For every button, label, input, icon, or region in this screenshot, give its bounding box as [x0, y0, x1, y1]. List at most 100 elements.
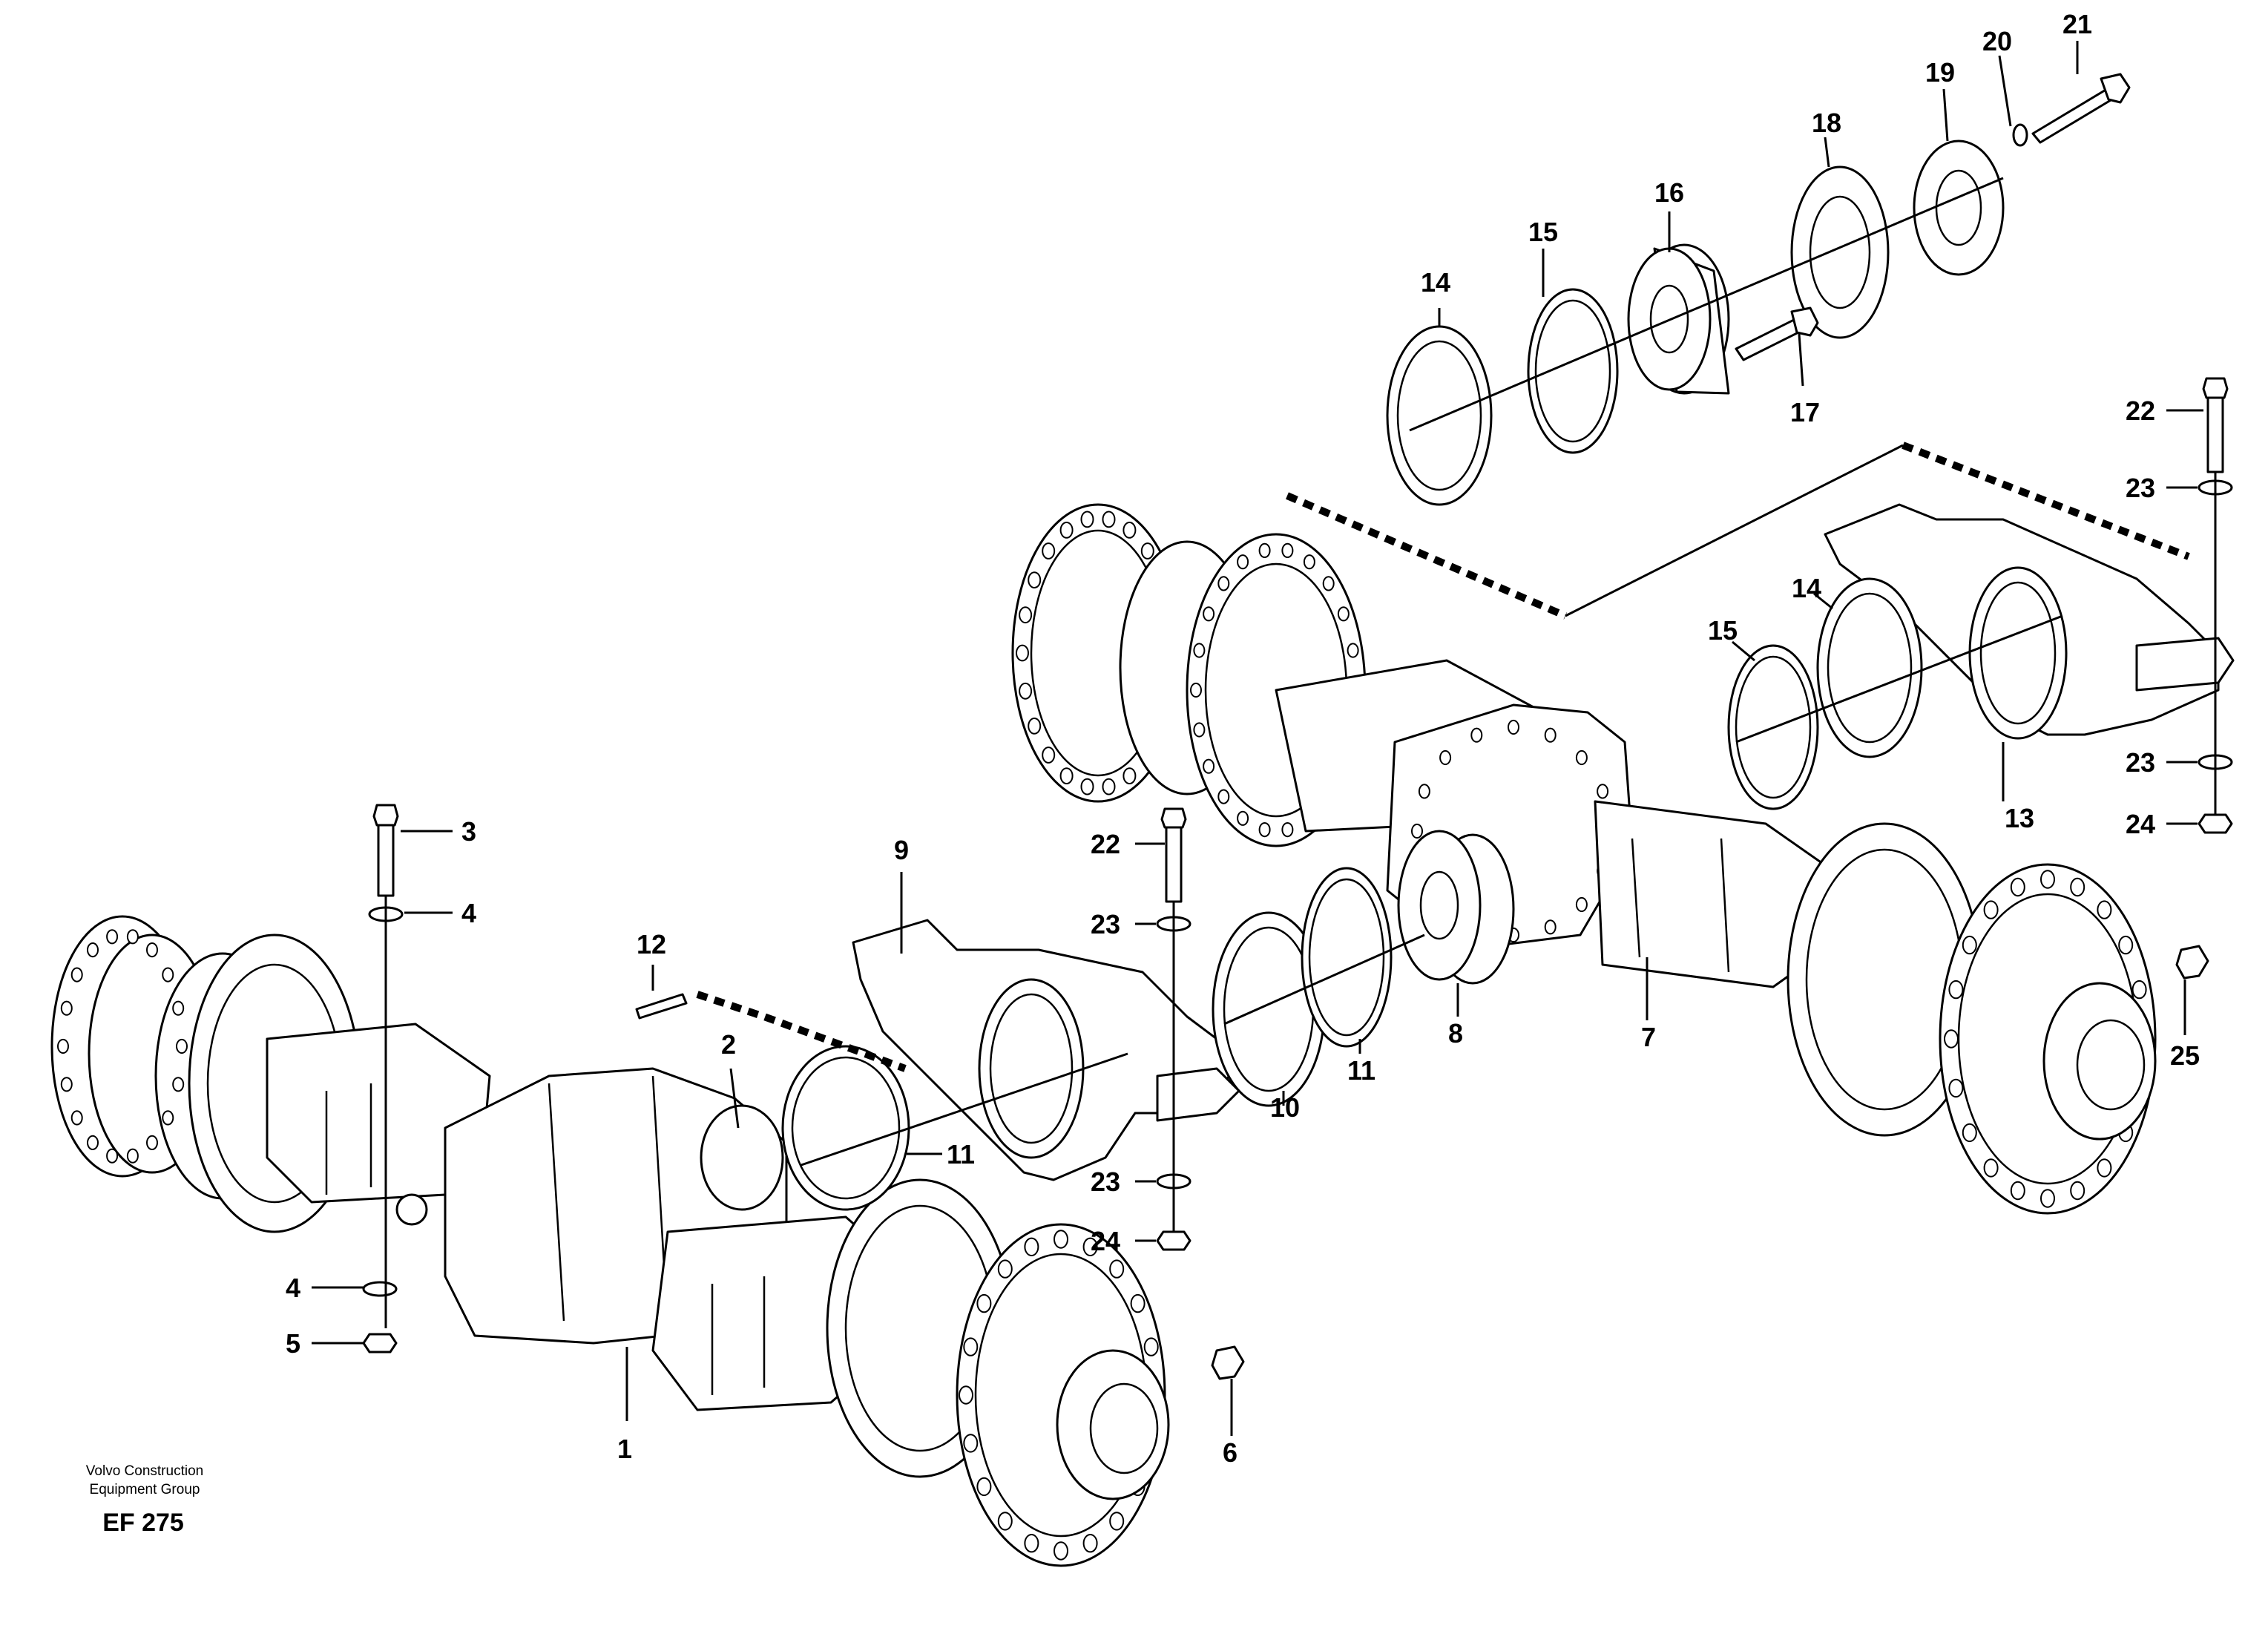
- bolt-hole: [2070, 877, 2085, 897]
- bolt-hole: [126, 929, 139, 945]
- bolt-hole: [2010, 877, 2025, 897]
- callout-12: 12: [637, 929, 666, 959]
- bolt-hole: [1237, 554, 1249, 570]
- bolt-hole: [106, 1148, 119, 1164]
- cover-19: [1913, 140, 2005, 276]
- bolt-hole: [1303, 554, 1315, 570]
- callout-24-rear: 24: [2126, 809, 2155, 839]
- callout-23-front-lower: 23: [1091, 1167, 1120, 1197]
- bolt-hole: [2010, 1181, 2025, 1201]
- bolt-hole: [976, 1293, 992, 1313]
- callout-19: 19: [1925, 57, 1955, 88]
- bolt-hole: [1059, 767, 1074, 784]
- bolt-hole: [1281, 542, 1294, 559]
- bolt-hole: [60, 1077, 73, 1092]
- bolt-hole: [1028, 571, 1042, 588]
- bolt-hole: [57, 1038, 69, 1054]
- bolt-hole: [997, 1259, 1013, 1279]
- bushing-16: [1627, 243, 1730, 395]
- ring-15-upper: [1527, 288, 1619, 454]
- bolt-hole: [1059, 522, 1074, 539]
- bolt-hole: [2131, 980, 2147, 1000]
- bolt-hole: [1054, 1541, 1068, 1561]
- callout-24-front: 24: [1091, 1226, 1120, 1256]
- bolt-hole: [2097, 900, 2112, 919]
- bolt-hole: [2040, 1189, 2055, 1208]
- bolt-hole: [997, 1512, 1013, 1531]
- washer-20: [2012, 123, 2028, 147]
- bolt-hole: [1575, 749, 1588, 766]
- bracket-13: [1824, 503, 2235, 740]
- callout-2: 2: [721, 1029, 736, 1060]
- bolt-hole: [2097, 1158, 2112, 1178]
- callout-7: 7: [1641, 1022, 1656, 1052]
- bolt-hole: [162, 967, 174, 982]
- bolt-hole: [87, 942, 99, 958]
- bolt-hole: [1258, 822, 1271, 838]
- bolt-hole: [1109, 1512, 1125, 1531]
- bolt-hole: [1019, 606, 1033, 624]
- bolt-hole: [1082, 1534, 1098, 1553]
- callout-6: 6: [1223, 1437, 1237, 1468]
- centerline-front: [801, 934, 1425, 1167]
- callout-21: 21: [2062, 9, 2092, 39]
- dashed-link-rear-top: [1901, 442, 2190, 560]
- company-line-2: Equipment Group: [90, 1482, 200, 1497]
- bolt-hole: [1016, 644, 1029, 662]
- callout-5: 5: [286, 1328, 300, 1359]
- ring-11-front: [781, 1045, 910, 1211]
- flange-bearing-8: [1397, 830, 1515, 985]
- bolt-hole: [172, 1077, 185, 1092]
- callout-labels: 1 2 3 4 4 5 6 7 8 9 10 11 11 12 13 14 14…: [286, 9, 2200, 1468]
- centerline-bolts-front: [384, 896, 1175, 1328]
- footer-block: Volvo Construction Equipment Group EF 27…: [86, 1463, 203, 1537]
- dashed-link-rear-join: [1565, 444, 1904, 617]
- callout-3: 3: [461, 816, 476, 847]
- bolt-hole: [1123, 522, 1137, 539]
- bolt-hole: [1024, 1534, 1039, 1553]
- bolt-hole: [1217, 789, 1230, 804]
- callout-14-upper: 14: [1421, 267, 1450, 298]
- bolt-hole: [1948, 1078, 1964, 1098]
- callout-9: 9: [894, 835, 909, 865]
- rear-axle-assembly: [1011, 503, 2157, 1215]
- bolt-hole: [1102, 511, 1116, 528]
- centerline-upper: [1409, 177, 2004, 432]
- callout-17: 17: [1790, 397, 1820, 427]
- washer-4-lower: [362, 1281, 398, 1297]
- bolt-hole: [1544, 727, 1557, 743]
- bolt-hole: [1042, 747, 1056, 764]
- callout-22-front: 22: [1091, 829, 1120, 859]
- bolt-hole: [70, 1110, 83, 1126]
- bolt-hole: [1418, 784, 1430, 799]
- callout-14-lower: 14: [1792, 573, 1821, 603]
- bolt-hole: [963, 1337, 979, 1356]
- bolt-hole: [1470, 727, 1483, 743]
- leader-lines: [312, 41, 2203, 1436]
- bolt-hole: [1080, 778, 1094, 795]
- bolt-hole: [1281, 822, 1294, 838]
- bolt-hole: [70, 967, 83, 982]
- bolt-hole: [1575, 896, 1588, 913]
- bolt-hole: [1102, 778, 1116, 795]
- callout-11-rear: 11: [1347, 1055, 1375, 1086]
- callout-13: 13: [2005, 803, 2034, 833]
- bolt-hole: [1411, 823, 1423, 839]
- bolt-hole: [146, 1135, 158, 1151]
- bolt-hole: [1983, 900, 1999, 919]
- ring-14-lower: [1816, 577, 1923, 758]
- bolt-hole: [1203, 758, 1215, 774]
- bolt-hole: [1109, 1259, 1125, 1279]
- callout-16: 16: [1654, 177, 1684, 208]
- bolt-hole: [106, 929, 119, 945]
- callout-15-lower: 15: [1708, 615, 1738, 646]
- bolt-hole: [1217, 576, 1230, 591]
- bracket-9: [852, 919, 1240, 1181]
- bolt-hole: [1190, 682, 1202, 698]
- bolt-hole: [60, 1000, 73, 1016]
- bolt-hole: [176, 1038, 188, 1054]
- centerline-rear-lower: [1735, 614, 2063, 744]
- bolt-hole: [1544, 919, 1557, 935]
- bolt-hole: [1337, 606, 1350, 622]
- bolt-hole: [87, 1135, 99, 1151]
